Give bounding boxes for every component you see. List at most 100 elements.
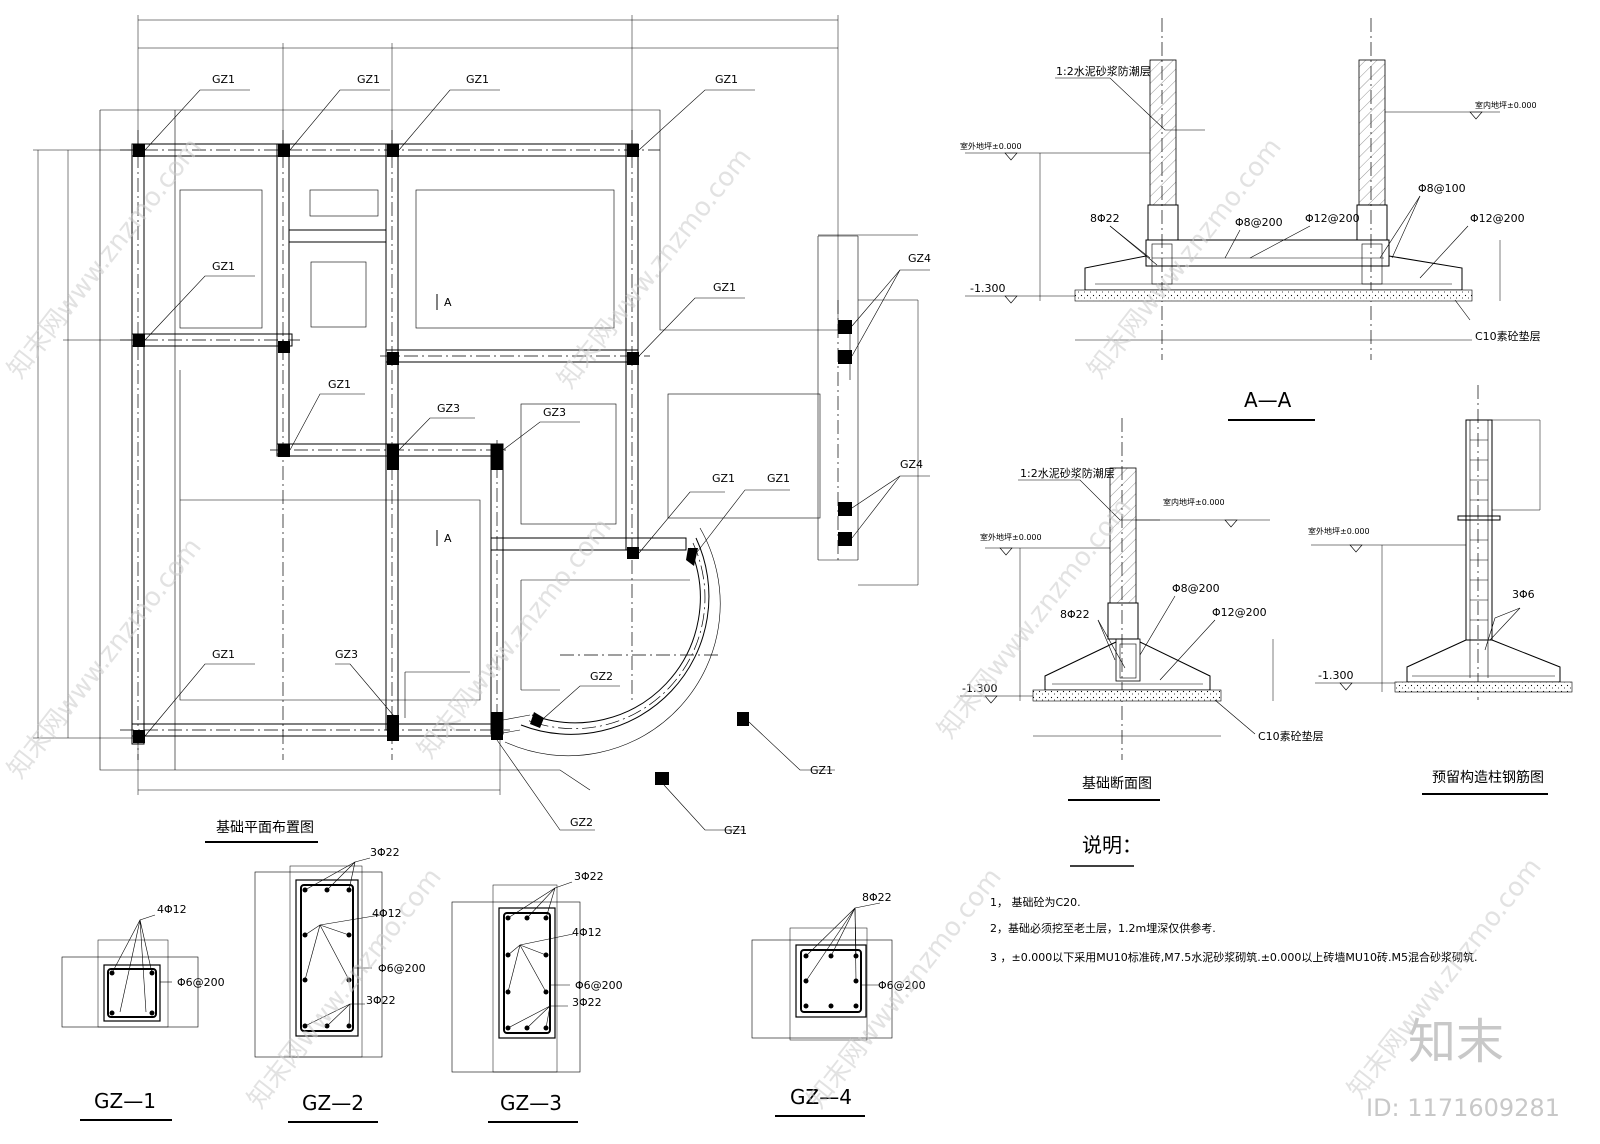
watermark: 知末网www.znzmo.com [1082, 133, 1288, 385]
cr-title: 预留构造柱钢筋图 [1432, 769, 1544, 786]
gz2-rebar-top: 3Φ22 [370, 846, 400, 859]
wall-hatched [1358, 59, 1386, 206]
brand-logo: 知末 [1408, 1014, 1504, 1070]
plan-column [838, 350, 852, 364]
aa-level-bottom: -1.300 [970, 282, 1005, 295]
gz-label: GZ1 [715, 73, 738, 86]
plan-column [133, 730, 145, 743]
plan-column [491, 444, 503, 470]
plan-column [838, 532, 852, 546]
plan-column [530, 712, 544, 728]
notes: 说明： 1， 基础砼为C20. 2，基础必须挖至老土层，1.2m埋深仅供参考. … [990, 833, 1477, 964]
fs-damp-label: 1:2水泥砂浆防潮层 [1020, 466, 1115, 480]
column-detail-gz1: 4Φ12 Φ6@200 GZ—1 [61, 903, 225, 1121]
plan-column [655, 772, 669, 785]
fs-outdoor-level: 室外地坪±0.000 [980, 532, 1042, 542]
gz3-rebar-mid: 4Φ12 [572, 926, 602, 939]
section-column-rebar: 室外地坪±0.000 3Φ6 -1.300 预留构造柱钢筋图 [1308, 385, 1573, 795]
plan-columns [133, 144, 852, 785]
gz4-region [817, 235, 918, 586]
watermark: 知末网www.znzmo.com [932, 493, 1138, 745]
gz2-stirrup: Φ6@200 [378, 962, 426, 975]
gz-label: GZ1 [712, 472, 735, 485]
fs-rebar-a: Φ8@200 [1172, 582, 1220, 595]
aa-indoor-level: 室内地坪±0.000 [1475, 100, 1537, 110]
plan-column [133, 144, 145, 157]
gz2-rebar-mid: 4Φ12 [372, 907, 402, 920]
aa-title: A—A [1244, 388, 1292, 412]
gz-label: GZ1 [466, 73, 489, 86]
fs-cushion: C10素砼垫层 [1258, 729, 1324, 743]
gz-label: GZ4 [908, 252, 931, 265]
wall-hatched [1109, 467, 1137, 604]
plan-column [278, 444, 290, 457]
brand-id: ID: 1171609281 [1366, 1094, 1560, 1122]
plan-column [278, 144, 290, 157]
plan-column-labels: GZ1 GZ1 GZ1 GZ1 GZ1 GZ1 GZ1 GZ3 GZ3 GZ1 … [212, 73, 931, 837]
gz2-rebar-bottom: 3Φ22 [366, 994, 396, 1007]
foundation-plan: A A GZ1 GZ1 GZ1 GZ1 GZ1 GZ1 GZ1 GZ3 GZ3 … [33, 15, 931, 843]
note-item: 1， 基础砼为C20. [990, 896, 1081, 909]
section-mark-lower: A [444, 532, 452, 545]
plan-dimension-lines [33, 15, 919, 795]
plan-column [686, 548, 698, 566]
watermark: 知末网www.znzmo.com [552, 143, 758, 395]
plan-column [491, 712, 503, 740]
gz3-stirrup: Φ6@200 [575, 979, 623, 992]
plan-title: 基础平面布置图 [216, 819, 314, 836]
watermark: 知末网www.znzmo.com [2, 133, 208, 385]
fs-rebar-b: Φ12@200 [1212, 606, 1267, 619]
plan-leaders [144, 89, 930, 831]
gz-label: GZ1 [713, 281, 736, 294]
gz2-title: GZ—2 [302, 1091, 364, 1115]
plan-column [627, 144, 639, 157]
gz-label: GZ1 [810, 764, 833, 777]
gz-label: GZ3 [437, 402, 460, 415]
note-item: 3 ，±0.000以下采用MU10标准砖,M7.5水泥砂浆砌筑.±0.000以上… [990, 950, 1477, 964]
plan-column [133, 334, 145, 347]
gz1-rebar: 4Φ12 [157, 903, 187, 916]
watermark: 知末网www.znzmo.com [2, 533, 208, 785]
room-outlines [179, 189, 821, 718]
plan-column [627, 352, 639, 365]
aa-rebar-main: 8Φ22 [1090, 212, 1120, 225]
fs-title: 基础断面图 [1082, 775, 1152, 792]
fs-level-bottom: -1.300 [962, 682, 997, 695]
aa-damp-label: 1:2水泥砂浆防潮层 [1056, 64, 1151, 78]
watermark: 知末网www.znzmo.com [802, 863, 1008, 1115]
aa-outdoor-level: 室外地坪±0.000 [960, 141, 1022, 151]
gz-label: GZ4 [900, 458, 923, 471]
aa-cushion: C10素砼垫层 [1475, 329, 1541, 343]
plan-column [838, 502, 852, 516]
cr-outdoor-level: 室外地坪±0.000 [1308, 526, 1370, 536]
column-detail-gz2: 3Φ22 4Φ12 Φ6@200 3Φ22 GZ—2 [254, 846, 426, 1123]
gz1-title: GZ—1 [94, 1089, 156, 1113]
wall-hatched [1149, 59, 1177, 206]
section-foundation: 1:2水泥砂浆防潮层 室内地坪±0.000 室外地坪±0.000 8Φ22 Φ8… [960, 418, 1324, 801]
gz1-stirrup: Φ6@200 [177, 976, 225, 989]
plan-column [387, 352, 399, 365]
plan-column [387, 144, 399, 157]
aa-rebar-c: Φ8@100 [1418, 182, 1466, 195]
gz3-rebar-top: 3Φ22 [574, 870, 604, 883]
plan-column [838, 320, 852, 334]
gz3-rebar-bottom: 3Φ22 [572, 996, 602, 1009]
watermark: 知末网www.znzmo.com [242, 863, 448, 1115]
notes-heading: 说明： [1082, 833, 1142, 857]
column-detail-gz4: 8Φ22 Φ6@200 GZ—4 [751, 891, 926, 1117]
plan-column [387, 444, 399, 470]
foundation-outline [99, 109, 851, 791]
gz-label: GZ1 [212, 648, 235, 661]
gz-label: GZ1 [212, 73, 235, 86]
gz-label: GZ1 [357, 73, 380, 86]
cushion-layer [1074, 289, 1473, 302]
gz-label: GZ1 [212, 260, 235, 273]
column-detail-gz3: 3Φ22 4Φ12 Φ6@200 3Φ22 GZ—3 [451, 870, 623, 1123]
cushion-layer [1394, 681, 1573, 693]
gz4-stirrup: Φ6@200 [878, 979, 926, 992]
aa-rebar-a: Φ8@200 [1235, 216, 1283, 229]
gz3-title: GZ—3 [500, 1091, 562, 1115]
cr-rebar: 3Φ6 [1512, 588, 1535, 601]
bay-arc [502, 527, 721, 757]
